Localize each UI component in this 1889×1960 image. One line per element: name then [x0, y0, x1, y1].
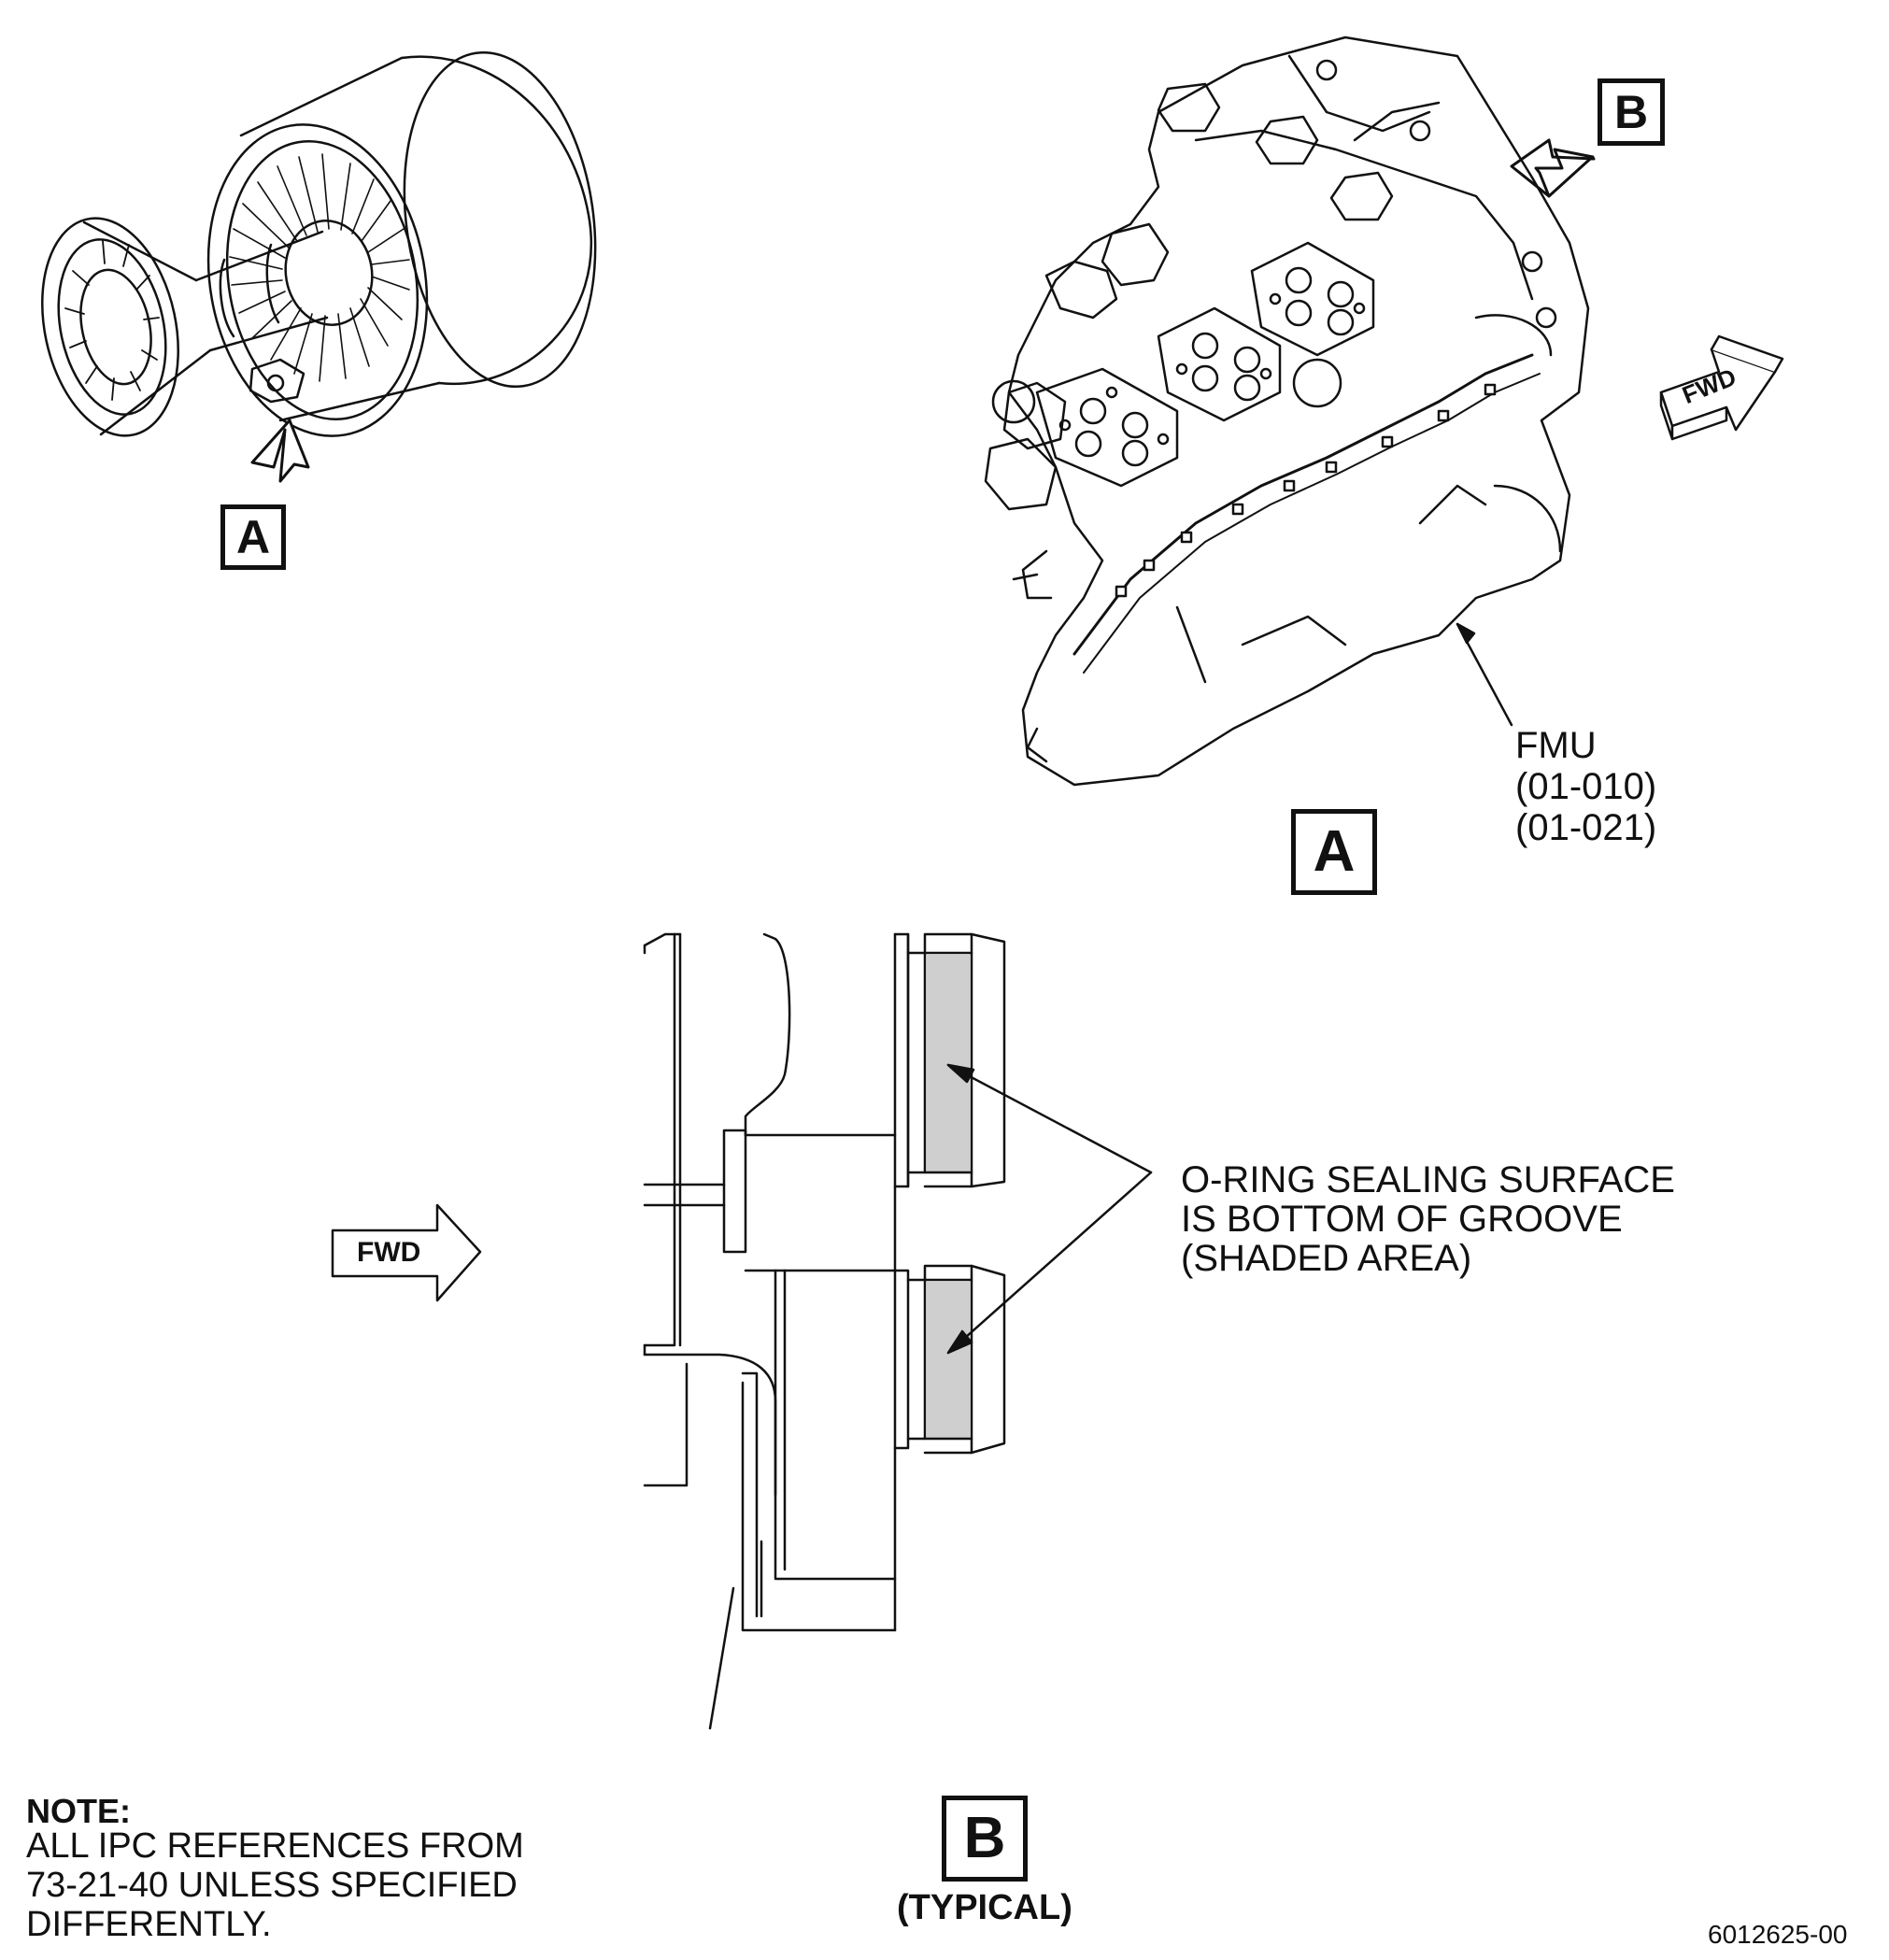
view-a-pointer-arrow: [250, 419, 310, 483]
view-a-title-box: A: [1291, 809, 1377, 895]
fwd-arrow-top: [1659, 334, 1784, 441]
fmu-label-line: (01-021): [1515, 807, 1657, 848]
section-b-illustration: [643, 932, 1006, 1730]
callout-line: IS BOTTOM OF GROOVE: [1181, 1199, 1623, 1240]
fwd-label-detail: FWD: [357, 1237, 421, 1268]
view-a-marker-label: A: [235, 511, 271, 563]
view-b-marker-label: B: [1613, 86, 1649, 138]
view-b-pointer-arrow: [1534, 148, 1595, 198]
fwd-arrow-detail: [331, 1203, 482, 1302]
engine-illustration: [41, 50, 597, 437]
callout-leader-upper: [946, 1063, 1153, 1174]
callout-line: (SHADED AREA): [1181, 1238, 1472, 1279]
callout-leader-lower: [946, 1171, 1153, 1355]
view-b-title: B: [963, 1806, 1006, 1870]
fmu-label-line: (01-010): [1515, 766, 1657, 807]
fmu-label: FMU (01-010) (01-021): [1515, 725, 1656, 848]
upper-groove-shaded-area: [927, 955, 970, 1172]
view-b-marker-box[interactable]: B: [1598, 78, 1665, 146]
note-body: ALL IPC REFERENCES FROM 73-21-40 UNLESS …: [26, 1826, 524, 1944]
lower-groove-shaded-area: [927, 1282, 970, 1439]
note-title: NOTE:: [26, 1792, 131, 1830]
oring-callout: O-RING SEALING SURFACE IS BOTTOM OF GROO…: [1181, 1160, 1675, 1278]
fmu-illustration: [984, 36, 1590, 787]
figure-number: 6012625-00: [1708, 1920, 1848, 1949]
view-a-marker-box[interactable]: A: [220, 504, 286, 570]
view-b-title-box: B: [942, 1796, 1028, 1882]
view-a-title: A: [1313, 819, 1356, 884]
fmu-label-line: FMU: [1515, 725, 1597, 766]
callout-line: O-RING SEALING SURFACE: [1181, 1159, 1675, 1200]
view-b-subtitle: (TYPICAL): [897, 1888, 1072, 1927]
